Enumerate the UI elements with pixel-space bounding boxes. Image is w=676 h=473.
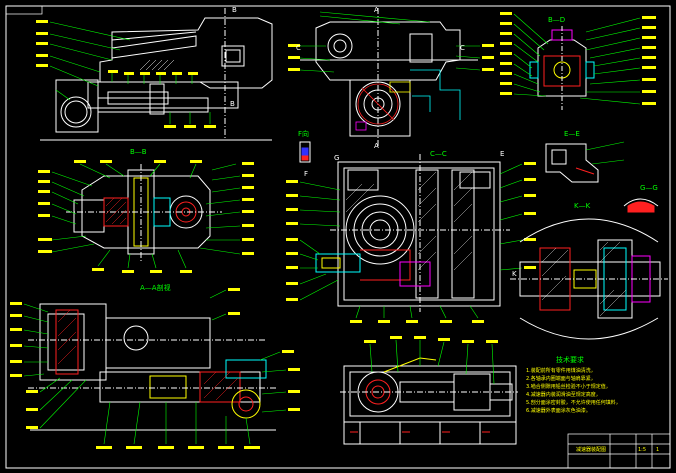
view-section-c-c: [315, 154, 510, 312]
notes-line: 2.各轴承内圈端面与轴肩靠紧，: [526, 375, 596, 382]
view-section-a-a: [28, 303, 276, 431]
front-leaders: [49, 21, 211, 124]
view-plan: [340, 357, 518, 445]
frame-corner-tag: [5, 5, 43, 15]
section-label-k-k: K—K: [574, 202, 591, 210]
title-sheet: 1: [656, 447, 659, 453]
title-name: 减速器装配图: [576, 446, 606, 453]
a-a-hatch: [57, 309, 239, 401]
notes-heading: 技术要求: [556, 355, 584, 364]
side-leaders: [299, 11, 481, 73]
view-f-symbol: [299, 141, 311, 163]
mark-f: F: [304, 170, 308, 178]
view-section-e-e: [545, 143, 599, 183]
notes-line: 3.啮合侧隙用铅丝检验不小于规定值，: [526, 383, 611, 390]
plan-leaders: [369, 339, 495, 385]
view-section-g-g: [623, 198, 659, 213]
e-e-leaders: [585, 141, 625, 165]
notes-line: 4.减速器内装润滑油至规定高度，: [526, 391, 601, 398]
section-label-e-e: E—E: [564, 130, 580, 138]
section-label-g-g: G—G: [640, 184, 658, 192]
plan-small-labels: [364, 336, 498, 343]
b-d-leaders: [513, 13, 641, 105]
section-label-a-a: A—A剖视: [140, 283, 171, 292]
section-label-f: F向: [298, 129, 309, 138]
notes-line: 1.装配前所有零件用煤油清洗，: [526, 367, 596, 374]
mark-c-right: C: [460, 44, 465, 52]
technical-notes: 技术要求 1.装配前所有零件用煤油清洗， 2.各轴承内圈端面与轴肩靠紧， 3.啮…: [526, 355, 621, 414]
view-section-b-b: [66, 164, 222, 262]
mark-b-mid: B: [230, 100, 235, 108]
c-c-leaders: [299, 163, 523, 319]
mark-b-top: B: [232, 6, 237, 14]
view-front-elevation: [40, 8, 273, 141]
title-block: [567, 433, 671, 469]
b-b-leaders: [51, 163, 241, 269]
c-c-small-labels: [286, 162, 536, 323]
front-small-labels: [36, 20, 216, 128]
mark-a-bottom: A: [374, 142, 379, 150]
view-section-k-k: [510, 218, 668, 340]
b-b-small-labels: [38, 160, 254, 273]
side-small-labels: [288, 44, 494, 71]
mark-g: G: [334, 154, 339, 162]
b-b-hatch: [105, 197, 127, 225]
a-a-small-labels: [10, 288, 300, 449]
side-colored-parts: [355, 69, 461, 131]
outer-frame: [5, 5, 671, 469]
mark-e: E: [500, 150, 504, 158]
mark-c-left: C: [296, 44, 301, 52]
section-label-b-d: B—D: [548, 16, 565, 24]
c-c-hatch: [345, 171, 473, 271]
notes-line: 5.剖分面涂密封胶，不允许使用任何填料，: [526, 399, 621, 406]
front-hatch: [139, 59, 175, 71]
section-label-c-c: C—C: [430, 150, 447, 158]
k-k-hatch: [541, 241, 627, 317]
mark-a-top: A: [374, 6, 379, 14]
view-section-b-d: [529, 26, 595, 110]
view-side-elevation: [300, 8, 478, 146]
title-scale: 1:5: [638, 447, 646, 453]
a-a-leaders: [23, 289, 287, 445]
mark-k: K: [512, 270, 517, 278]
section-label-b-b: B—B: [130, 148, 147, 156]
notes-line: 6.减速器外表面涂灰色油漆。: [526, 407, 591, 414]
b-d-small-labels: [500, 12, 656, 105]
